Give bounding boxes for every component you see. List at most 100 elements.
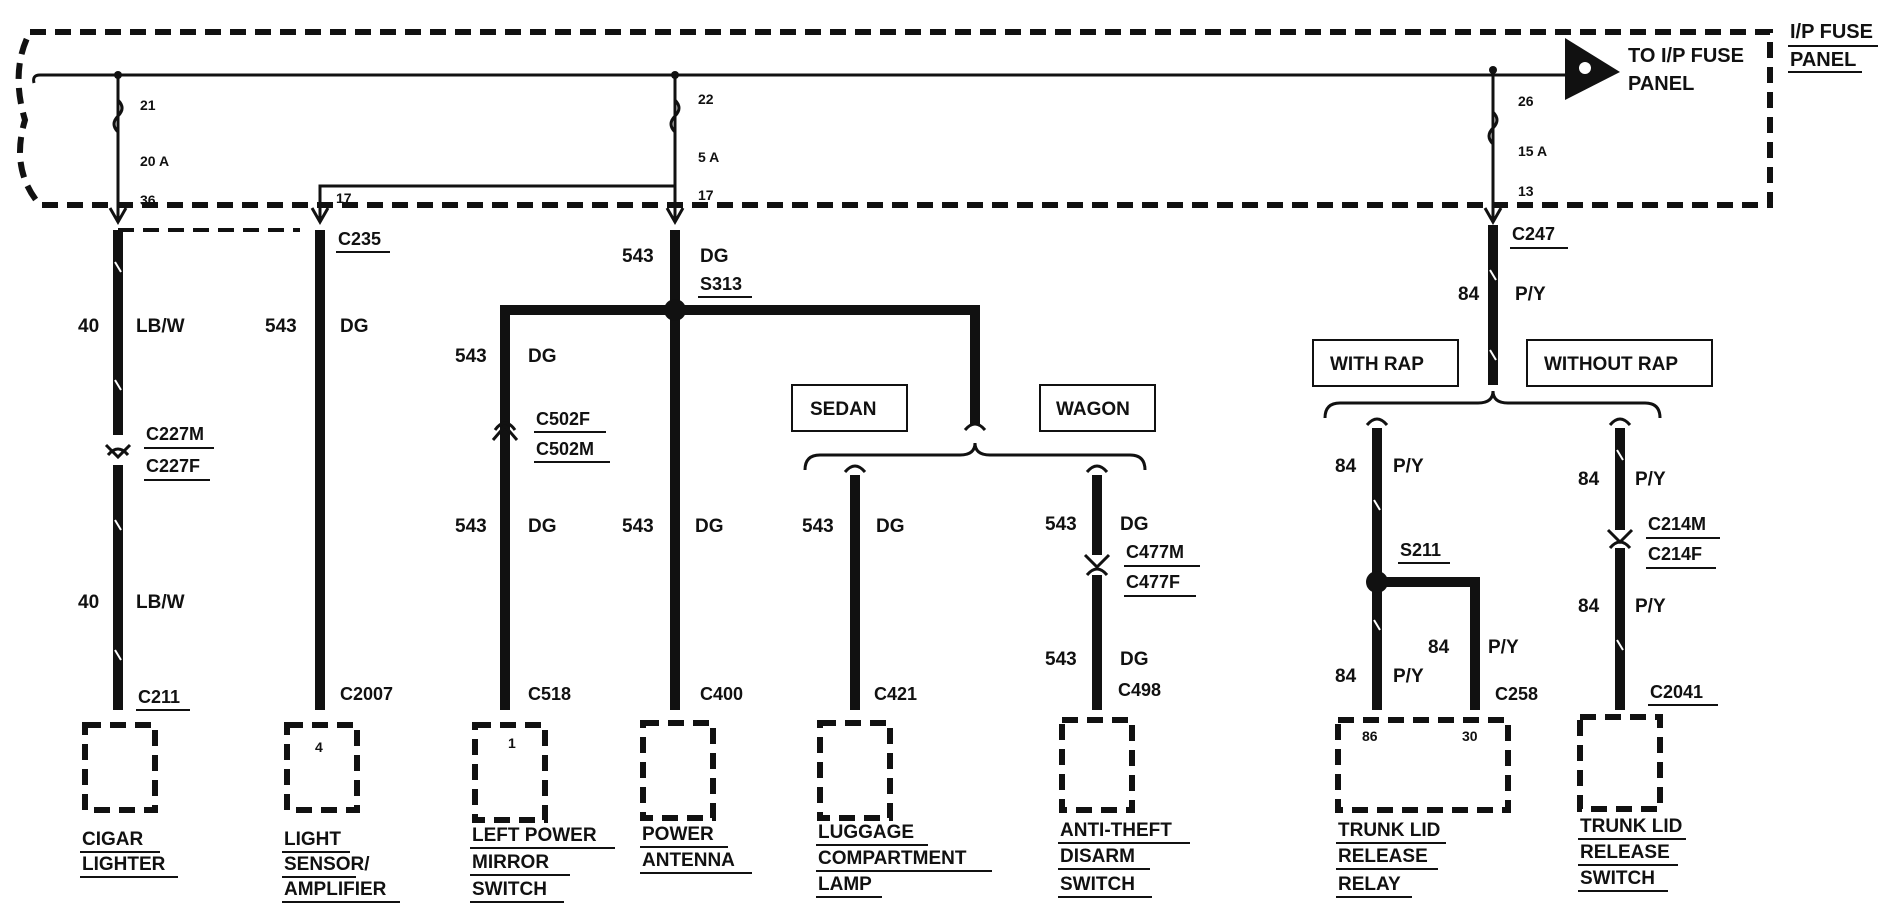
wire-num: 543 [265, 316, 297, 337]
option-with-rap-label: WITH RAP [1330, 354, 1424, 375]
circuit-trunk-switch: 84 P/Y C214M C214F 84 P/Y C2041 TRUNK LI… [1577, 417, 1720, 892]
connector-c227f: C227F [146, 456, 200, 476]
wire-color: DG [1120, 514, 1149, 535]
wire-num: 543 [455, 516, 487, 537]
fuse-20a: 21 20 A 36 [108, 71, 169, 226]
component-label: RELEASE [1580, 842, 1670, 863]
pin-number: 1 [508, 735, 516, 751]
component-label: LIGHT [284, 829, 341, 850]
wire-num: 84 [1335, 666, 1357, 687]
option-wagon [1039, 384, 1156, 432]
option-without-rap-label: WITHOUT RAP [1544, 354, 1678, 375]
pin-number: 4 [315, 739, 323, 755]
fuse-3-in-pin: 26 [1518, 93, 1534, 109]
sedan-wagon-brace: SEDAN WAGON [791, 384, 1156, 471]
fuse-3-out-pin: 13 [1518, 183, 1534, 199]
fuse-1-in-pin: 21 [140, 97, 156, 113]
connector-c2041: C2041 [1650, 682, 1703, 702]
panel-title-2: PANEL [1790, 49, 1856, 71]
connector-c235: C235 [338, 229, 381, 249]
wire-num: 40 [78, 316, 99, 337]
circuit-light-sensor: C235 543 DG C2007 4 LIGHT SENSOR/ AMPLIF… [265, 229, 400, 903]
antitheft-box [1059, 717, 1135, 813]
component-label: ANTI-THEFT [1060, 820, 1172, 841]
fuse-2-out-pin: 17 [698, 187, 714, 203]
wire-num: 543 [622, 516, 654, 537]
connector-c502m: C502M [536, 439, 594, 459]
trunk-relay-box [1335, 717, 1511, 813]
connector-c502f: C502F [536, 409, 590, 429]
wire-color: DG [1120, 649, 1149, 670]
wire-color: DG [700, 246, 729, 267]
option-without-rap [1526, 339, 1713, 387]
connector-c421: C421 [874, 684, 917, 704]
connector-c214m: C214M [1648, 514, 1706, 534]
fuse-15a: 26 15 A 13 [1483, 66, 1547, 226]
component-label: TRUNK LID [1338, 820, 1440, 841]
wire-num: 543 [802, 516, 834, 537]
internal-pin: 17 [336, 190, 352, 206]
connector-c498: C498 [1118, 680, 1161, 700]
component-label: LEFT POWER [472, 825, 597, 846]
connector-c214f: C214F [1648, 544, 1702, 564]
power-antenna-box [640, 720, 716, 821]
wire-color: DG [340, 316, 369, 337]
component-label: CIGAR [82, 829, 144, 850]
connector-c400: C400 [700, 684, 743, 704]
component-label: LUGGAGE [818, 822, 914, 843]
component-label: SENSOR/ [284, 854, 370, 875]
connector-c247: C247 [1512, 224, 1555, 244]
wire-color: DG [528, 516, 557, 537]
wire-num: 84 [1578, 469, 1600, 490]
cigar-lighter-box [82, 722, 158, 813]
arrow-label-2: PANEL [1628, 73, 1694, 95]
wire-color: P/Y [1393, 666, 1424, 687]
connector-c477m: C477M [1126, 542, 1184, 562]
wire-num: 543 [1045, 649, 1077, 670]
component-label: ANTENNA [642, 850, 735, 871]
fuse-1-out-pin: 36 [140, 192, 156, 208]
circuit-trunk-feed: C247 84 P/Y WITH RAP WITHOUT RAP [1312, 224, 1713, 419]
circuit-mirror-switch: 543 DG C502F C502M 543 DG C518 1 LEFT PO… [455, 346, 615, 903]
wire-ticks [114, 261, 1624, 661]
fuse-5a: 22 5 A 17 17 [310, 71, 719, 226]
fuse-2-in-pin: 22 [698, 91, 714, 107]
pin-number: 86 [1362, 728, 1378, 744]
component-label: TRUNK LID [1580, 816, 1682, 837]
wire-num: 84 [1428, 637, 1450, 658]
circuit-cigar-lighter: 40 LB/W 40 LB/W C227M C227F C211 CIGAR L… [78, 228, 300, 878]
wire-num: 84 [1458, 284, 1480, 305]
light-sensor-box [284, 722, 360, 813]
component-label: SWITCH [1580, 868, 1655, 889]
connector-c2007: C2007 [340, 684, 393, 704]
component-label: SWITCH [472, 879, 547, 900]
wire-color: P/Y [1635, 469, 1666, 490]
wire-color: LB/W [136, 316, 185, 337]
arrow-label-1: TO I/P FUSE [1628, 45, 1744, 67]
fuse-3-rating: 15 A [1518, 143, 1547, 159]
fuse-2-rating: 5 A [698, 149, 719, 165]
connector-c477f: C477F [1126, 572, 1180, 592]
mirror-switch-box [472, 722, 548, 823]
pin-number: 30 [1462, 728, 1478, 744]
component-label: COMPARTMENT [818, 848, 967, 869]
circuit-antitheft: 543 DG C477M C477F 543 DG C498 ANTI-THEF… [1045, 464, 1200, 898]
wire-color: P/Y [1635, 596, 1666, 617]
component-label: SWITCH [1060, 874, 1135, 895]
component-label: MIRROR [472, 852, 549, 873]
fuse-1-rating: 20 A [140, 153, 169, 169]
wire-color: P/Y [1488, 637, 1519, 658]
circuit-trunk-relay: 84 P/Y S211 84 P/Y 84 P/Y C258 86 30 TRU… [1335, 417, 1538, 898]
wire-color: DG [528, 346, 557, 367]
wire-num: 84 [1335, 456, 1357, 477]
wire-num: 84 [1578, 596, 1600, 617]
fuse-panel: TO I/P FUSE PANEL 21 20 A 36 22 5 A 17 1… [15, 29, 1773, 226]
connector-c518: C518 [528, 684, 571, 704]
luggage-lamp-box [817, 720, 893, 821]
connector-c227m: C227M [146, 424, 204, 444]
component-label: RELEASE [1338, 846, 1428, 867]
component-label: LAMP [818, 874, 872, 895]
wire-num: 543 [1045, 514, 1077, 535]
circuit-s313-trunk: 543 DG S313 [500, 230, 980, 710]
